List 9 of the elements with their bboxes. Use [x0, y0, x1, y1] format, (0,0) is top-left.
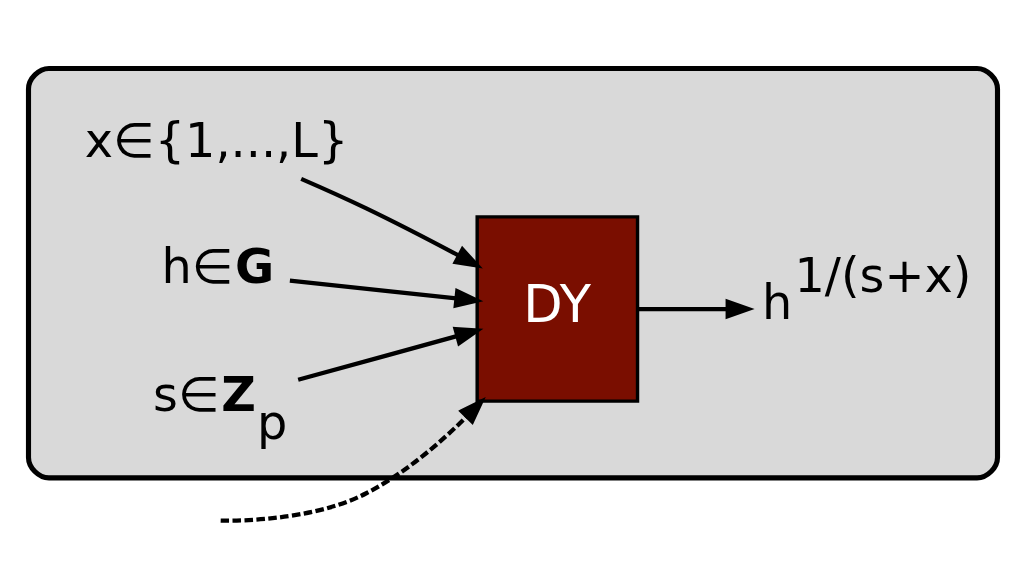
- arrow: [220, 396, 486, 523]
- arrow: [637, 298, 755, 320]
- node-box: DY: [475, 215, 640, 403]
- arrow: [289, 278, 484, 309]
- cluster: [25, 65, 1001, 481]
- node-text: x∈{1,...,L}: [84, 113, 349, 169]
- arrow: [300, 176, 483, 269]
- node-text: h∈G: [161, 239, 275, 295]
- arrow: [297, 326, 484, 382]
